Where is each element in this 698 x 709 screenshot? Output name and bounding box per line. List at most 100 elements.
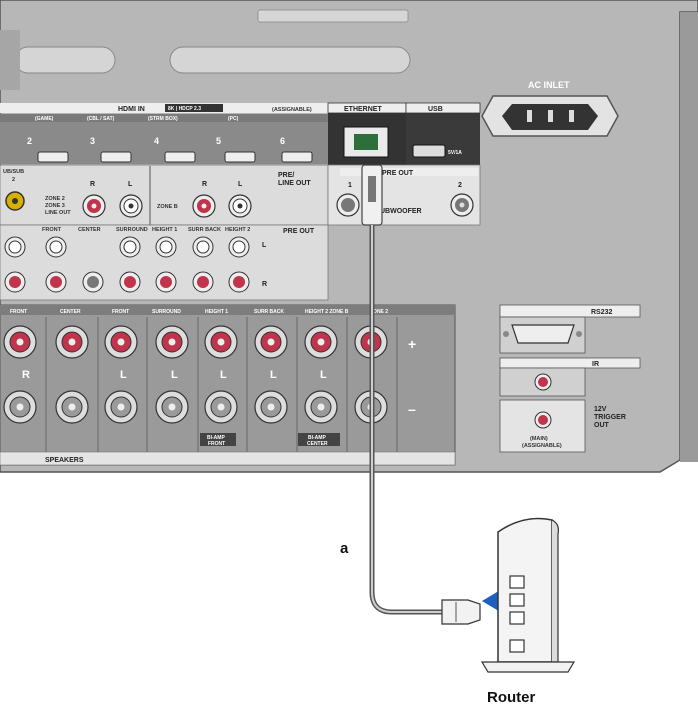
pre-line-out-label-2: LINE OUT	[278, 180, 311, 187]
zone2-label-1: ZONE 2	[45, 196, 65, 202]
speaker-label-zone2: ZONE 2	[370, 309, 388, 315]
speaker-terminal-minus-2-hole	[117, 403, 125, 411]
hdmi-assignable-label: (ASSIGNABLE)	[272, 107, 312, 113]
rs232-port	[511, 324, 575, 344]
speaker-letter-front-r: R	[22, 369, 30, 381]
callout-a: a	[340, 540, 349, 557]
top-vent	[257, 9, 409, 23]
speaker-terminal-minus-5-hole	[267, 403, 275, 411]
ir-jack	[538, 377, 548, 387]
speaker-terminal-plus-0-hole	[16, 338, 24, 346]
hdmi-port-5	[224, 151, 256, 163]
trigger-label-1: 12V	[594, 406, 607, 413]
hdmi-input-5-number: 5	[216, 136, 221, 146]
router-stand	[480, 661, 576, 673]
router-label: Router	[487, 689, 535, 706]
pre-out-surround-label: SURROUND	[116, 227, 148, 233]
pre-out-jacks	[4, 236, 250, 293]
speaker-terminal-plus-3-hole	[168, 338, 176, 346]
hdmi-ports: 2 3 4 5 6	[0, 122, 328, 164]
left-jack-label-1: UB/SUB	[3, 169, 24, 175]
zone2-label-2: ZONE 3	[45, 203, 65, 209]
speaker-terminal-plus-4-hole	[217, 338, 225, 346]
pre-out-label: PRE OUT	[283, 228, 315, 235]
pre-out-l-label: L	[262, 242, 267, 249]
zone-b-label: ZONE B	[157, 204, 178, 210]
rs232-label: RS232	[591, 309, 613, 316]
trigger-jack	[538, 415, 548, 425]
antenna	[169, 46, 411, 74]
hdmi-badge: 8K | HDCP 2.3	[168, 106, 201, 112]
hdmi-input-2-name: (GAME)	[35, 116, 54, 122]
zone2-l-label: L	[128, 181, 133, 188]
router-port-1	[509, 575, 525, 589]
speaker-label-surround: SURROUND	[152, 309, 181, 315]
speaker-plus-label: +	[408, 336, 416, 352]
speaker-terminal-minus-6-hole	[317, 403, 325, 411]
zone-b-r-label: R	[202, 181, 207, 188]
speaker-terminal-plus-2-hole	[117, 338, 125, 346]
zone2-r-label: R	[90, 181, 95, 188]
speaker-label-center: CENTER	[60, 309, 81, 315]
speakers-label: SPEAKERS	[45, 457, 84, 464]
hdmi-port-4	[164, 151, 196, 163]
speaker-letter-height2: L	[320, 369, 327, 381]
speaker-minus-label: –	[408, 401, 416, 417]
ethernet-cable	[361, 164, 481, 625]
speaker-letter-front-l: L	[120, 369, 127, 381]
speaker-terminal-plus-6-hole	[317, 338, 325, 346]
router-port-2	[509, 593, 525, 607]
left-jack-label-2: 2	[12, 177, 15, 183]
bi-amp-front-label-1: BI-AMP	[207, 435, 225, 441]
hdmi-input-3-number: 3	[90, 136, 95, 146]
ac-inlet	[481, 95, 619, 137]
speaker-label-surr-back: SURR BACK	[254, 309, 284, 315]
hdmi-in-label: HDMI IN	[118, 106, 145, 113]
pre-line-out-label-1: PRE/	[278, 172, 294, 179]
trigger-sub-label-2: (ASSIGNABLE)	[522, 443, 562, 449]
zone-b-l-label: L	[238, 181, 243, 188]
hdmi-input-4-number: 4	[154, 136, 159, 146]
usb-port	[412, 144, 446, 158]
trigger-label-3: OUT	[594, 422, 610, 429]
hdmi-input-4-name: (STRM BOX)	[148, 116, 178, 122]
bi-amp-front-label-2: FRONT	[208, 441, 225, 447]
speaker-label-front-l: FRONT	[112, 309, 129, 315]
pre-out-surr-back-label: SURR BACK	[188, 227, 221, 233]
ethernet-port	[354, 134, 378, 150]
speaker-label-height2: HEIGHT 2 ZONE B	[305, 309, 349, 315]
speaker-label-height1: HEIGHT 1	[205, 309, 228, 315]
subwoofer-2-label: 2	[458, 182, 462, 189]
pre-out-height2-label: HEIGHT 2	[225, 227, 250, 233]
hdmi-port-6	[281, 151, 313, 163]
router-port-3	[509, 611, 525, 625]
hdmi-port-3	[100, 151, 132, 163]
ir-label: IR	[592, 361, 599, 368]
trigger-label-2: TRIGGER	[594, 414, 626, 421]
speaker-letter-height1: L	[220, 369, 227, 381]
hdmi-input-6-number: 6	[280, 136, 285, 146]
hdmi-input-3-name: (CBL / SAT)	[87, 116, 115, 122]
usb-power-label: 5V/1A	[448, 150, 462, 156]
router-port-4	[509, 639, 525, 653]
subwoofer-1-label: 1	[348, 182, 352, 189]
speaker-label-front-r: FRONT	[10, 309, 27, 315]
speaker-terminal-plus-1-hole	[68, 338, 76, 346]
hdmi-input-5-name: (PC)	[228, 116, 239, 122]
pre-out-front-label: FRONT	[42, 227, 62, 233]
ethernet-label: ETHERNET	[344, 106, 382, 113]
speaker-terminal-minus-0-hole	[16, 403, 24, 411]
speaker-jacks	[3, 317, 398, 452]
bi-amp-center-label-1: BI-AMP	[308, 435, 326, 441]
pre-out-r-label: R	[262, 281, 267, 288]
speaker-terminal-minus-4-hole	[217, 403, 225, 411]
zone2-label-3: LINE OUT	[45, 210, 71, 216]
subwoofer-label: UBWOOFER	[380, 208, 422, 215]
pre-out-center-label: CENTER	[78, 227, 101, 233]
pre-out-height1-label: HEIGHT 1	[152, 227, 177, 233]
router	[480, 517, 576, 673]
speaker-letter-surr-back: L	[270, 369, 277, 381]
ethernet-plug	[441, 599, 481, 625]
subwoofer-pre-out-label: PRE OUT	[382, 170, 414, 177]
